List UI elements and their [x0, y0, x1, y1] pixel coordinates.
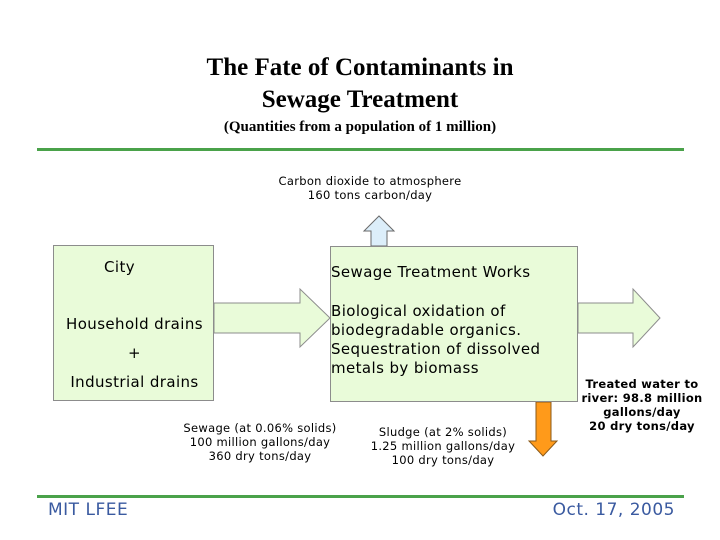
sewage-flow-arrow — [213, 287, 331, 349]
title-line-1: The Fate of Contaminants in — [206, 54, 514, 81]
page-subtitle: (Quantities from a population of 1 milli… — [223, 119, 497, 135]
works-line-2: biodegradable organics. — [331, 321, 522, 339]
title-line-2: Sewage Treatment — [261, 86, 459, 113]
treated-line-2: river: 98.8 million — [581, 391, 703, 405]
bottom-divider — [37, 495, 684, 498]
works-line-1: Biological oxidation of — [331, 302, 506, 320]
sewage-line-2: 100 million gallons/day — [189, 435, 331, 449]
treatment-works-box: Sewage Treatment Works Biological oxidat… — [330, 246, 578, 402]
treatment-works-title: Sewage Treatment Works — [331, 263, 531, 281]
co2-up-arrow — [362, 215, 396, 247]
works-line-4: metals by biomass — [331, 359, 479, 377]
co2-line-2: 160 tons carbon/day — [307, 188, 433, 202]
city-box-title: City — [104, 258, 135, 276]
footer-org: MIT LFEE — [48, 500, 129, 520]
sewage-label: Sewage (at 0.06% solids) 100 million gal… — [160, 421, 360, 463]
sludge-line-3: 100 dry tons/day — [391, 453, 495, 467]
sludge-line-2: 1.25 million gallons/day — [370, 439, 516, 453]
sludge-label: Sludge (at 2% solids) 1.25 million gallo… — [348, 425, 538, 467]
treated-line-3: gallons/day — [603, 405, 681, 419]
treated-line-4: 20 dry tons/day — [589, 419, 695, 433]
treated-line-1: Treated water to — [585, 377, 699, 391]
city-box: City Household drains + Industrial drain… — [53, 245, 214, 401]
treated-water-label: Treated water to river: 98.8 million gal… — [572, 377, 712, 433]
footer-date: Oct. 17, 2005 — [552, 500, 675, 520]
sludge-down-arrow — [527, 401, 559, 457]
page-title: The Fate of Contaminants in Sewage Treat… — [0, 52, 720, 116]
city-industrial-drains: Industrial drains — [70, 373, 199, 391]
sewage-line-3: 360 dry tons/day — [208, 449, 312, 463]
treatment-works-description: Biological oxidation of biodegradable or… — [331, 302, 579, 378]
city-plus: + — [128, 344, 141, 362]
city-household-drains: Household drains — [66, 315, 203, 333]
works-line-3: Sequestration of dissolved — [331, 340, 541, 358]
sewage-line-1: Sewage (at 0.06% solids) — [183, 421, 337, 435]
top-divider — [37, 148, 684, 151]
co2-label: Carbon dioxide to atmosphere 160 tons ca… — [230, 174, 510, 202]
treated-water-arrow — [577, 287, 661, 349]
sludge-line-1: Sludge (at 2% solids) — [378, 425, 508, 439]
co2-line-1: Carbon dioxide to atmosphere — [278, 174, 462, 188]
